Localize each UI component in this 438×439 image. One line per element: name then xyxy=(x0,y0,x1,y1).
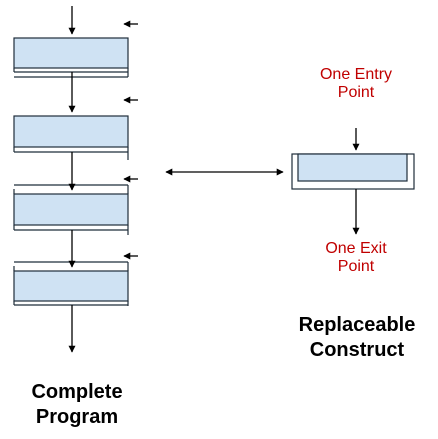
program-flow xyxy=(13,6,138,353)
exit-point-label: One Exit Point xyxy=(296,240,416,277)
entry-point-label-line-2: Point xyxy=(337,84,375,102)
complete-program-label-line-1: Complete xyxy=(31,381,123,403)
complete-program-label: Complete Program xyxy=(0,380,154,430)
program-module-2 xyxy=(13,115,129,148)
program-module-3 xyxy=(13,193,129,226)
exit-point-label-line-2: Point xyxy=(337,258,375,276)
replaceable-construct-label-line-2: Construct xyxy=(309,339,405,361)
construct-slot-outline xyxy=(13,68,129,306)
complete-program-label-line-2: Program xyxy=(35,406,119,428)
program-side-arrows xyxy=(123,20,138,260)
program-module-4 xyxy=(13,270,129,302)
construct-module xyxy=(297,153,408,182)
program-module-1 xyxy=(13,37,129,69)
replaceable-construct-label: Replaceable Construct xyxy=(276,313,438,363)
replaceable-construct-label-line-1: Replaceable xyxy=(298,314,416,336)
exit-point-label-line-1: One Exit xyxy=(325,240,387,257)
entry-point-label: One Entry Point xyxy=(296,66,416,103)
entry-point-label-line-1: One Entry xyxy=(319,66,393,83)
replaceable-construct xyxy=(291,128,415,235)
